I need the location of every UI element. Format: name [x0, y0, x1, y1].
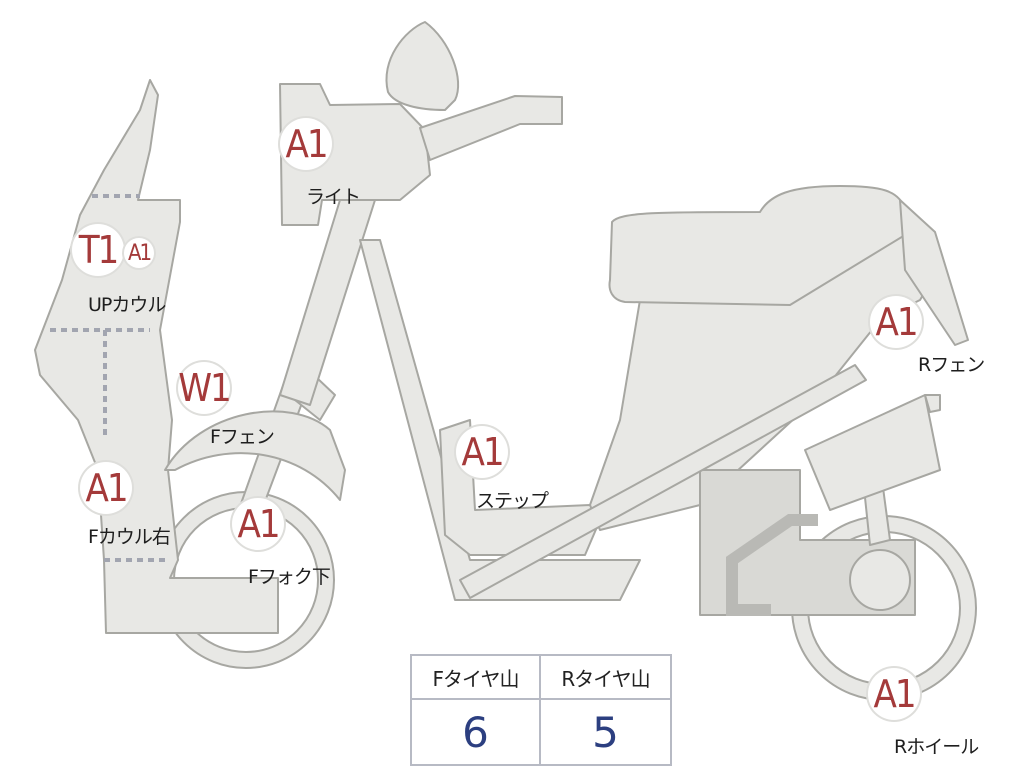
frame-down — [359, 239, 641, 601]
marker-step-code: A1 — [456, 426, 508, 478]
front-cowl — [34, 79, 279, 634]
marker-ffork-code: A1 — [232, 498, 284, 550]
headlight-housing — [279, 83, 431, 226]
rear-tire-value: 5 — [592, 707, 619, 757]
label-upcowl: UPカウル — [88, 294, 166, 316]
label-step: ステップ — [476, 490, 549, 512]
marker-upcowl-code: T1 — [72, 224, 124, 276]
hub — [849, 549, 911, 611]
front-tire-header: Fタイヤ山 — [412, 656, 541, 700]
label-ffender: Fフェン — [210, 426, 275, 448]
front-tire-value: 6 — [412, 700, 541, 764]
airbox-cap — [924, 394, 941, 413]
airbox — [804, 394, 941, 511]
rear-tire-header: Rタイヤ山 — [541, 656, 670, 700]
front-fender — [164, 410, 346, 501]
marker-light-code: A1 — [280, 118, 332, 170]
marker-rfender-code: A1 — [870, 296, 922, 348]
marker-upcowl-code2: A1 — [124, 238, 154, 268]
marker-fcowl-code: A1 — [80, 462, 132, 514]
midcowl-dash — [50, 328, 150, 440]
label-light: ライト — [306, 186, 361, 208]
rear-fender — [899, 199, 969, 346]
steering-column — [279, 199, 376, 406]
marker-rwheel-code: A1 — [868, 668, 920, 720]
handlebar — [419, 95, 563, 161]
tire-tread-table: Fタイヤ山 Rタイヤ山 6 5 — [410, 654, 672, 766]
label-fcowl: Fカウル右 — [88, 526, 171, 548]
marker-ffender-code: W1 — [178, 362, 232, 414]
label-rwheel: Rホイール — [894, 736, 979, 758]
exhaust-pipe — [726, 514, 818, 616]
label-rfender: Rフェン — [918, 354, 985, 376]
rear-frame-rail — [459, 364, 867, 599]
label-ffork: Fフォク下 — [248, 566, 331, 588]
seat — [608, 185, 906, 306]
mirror — [385, 21, 460, 111]
